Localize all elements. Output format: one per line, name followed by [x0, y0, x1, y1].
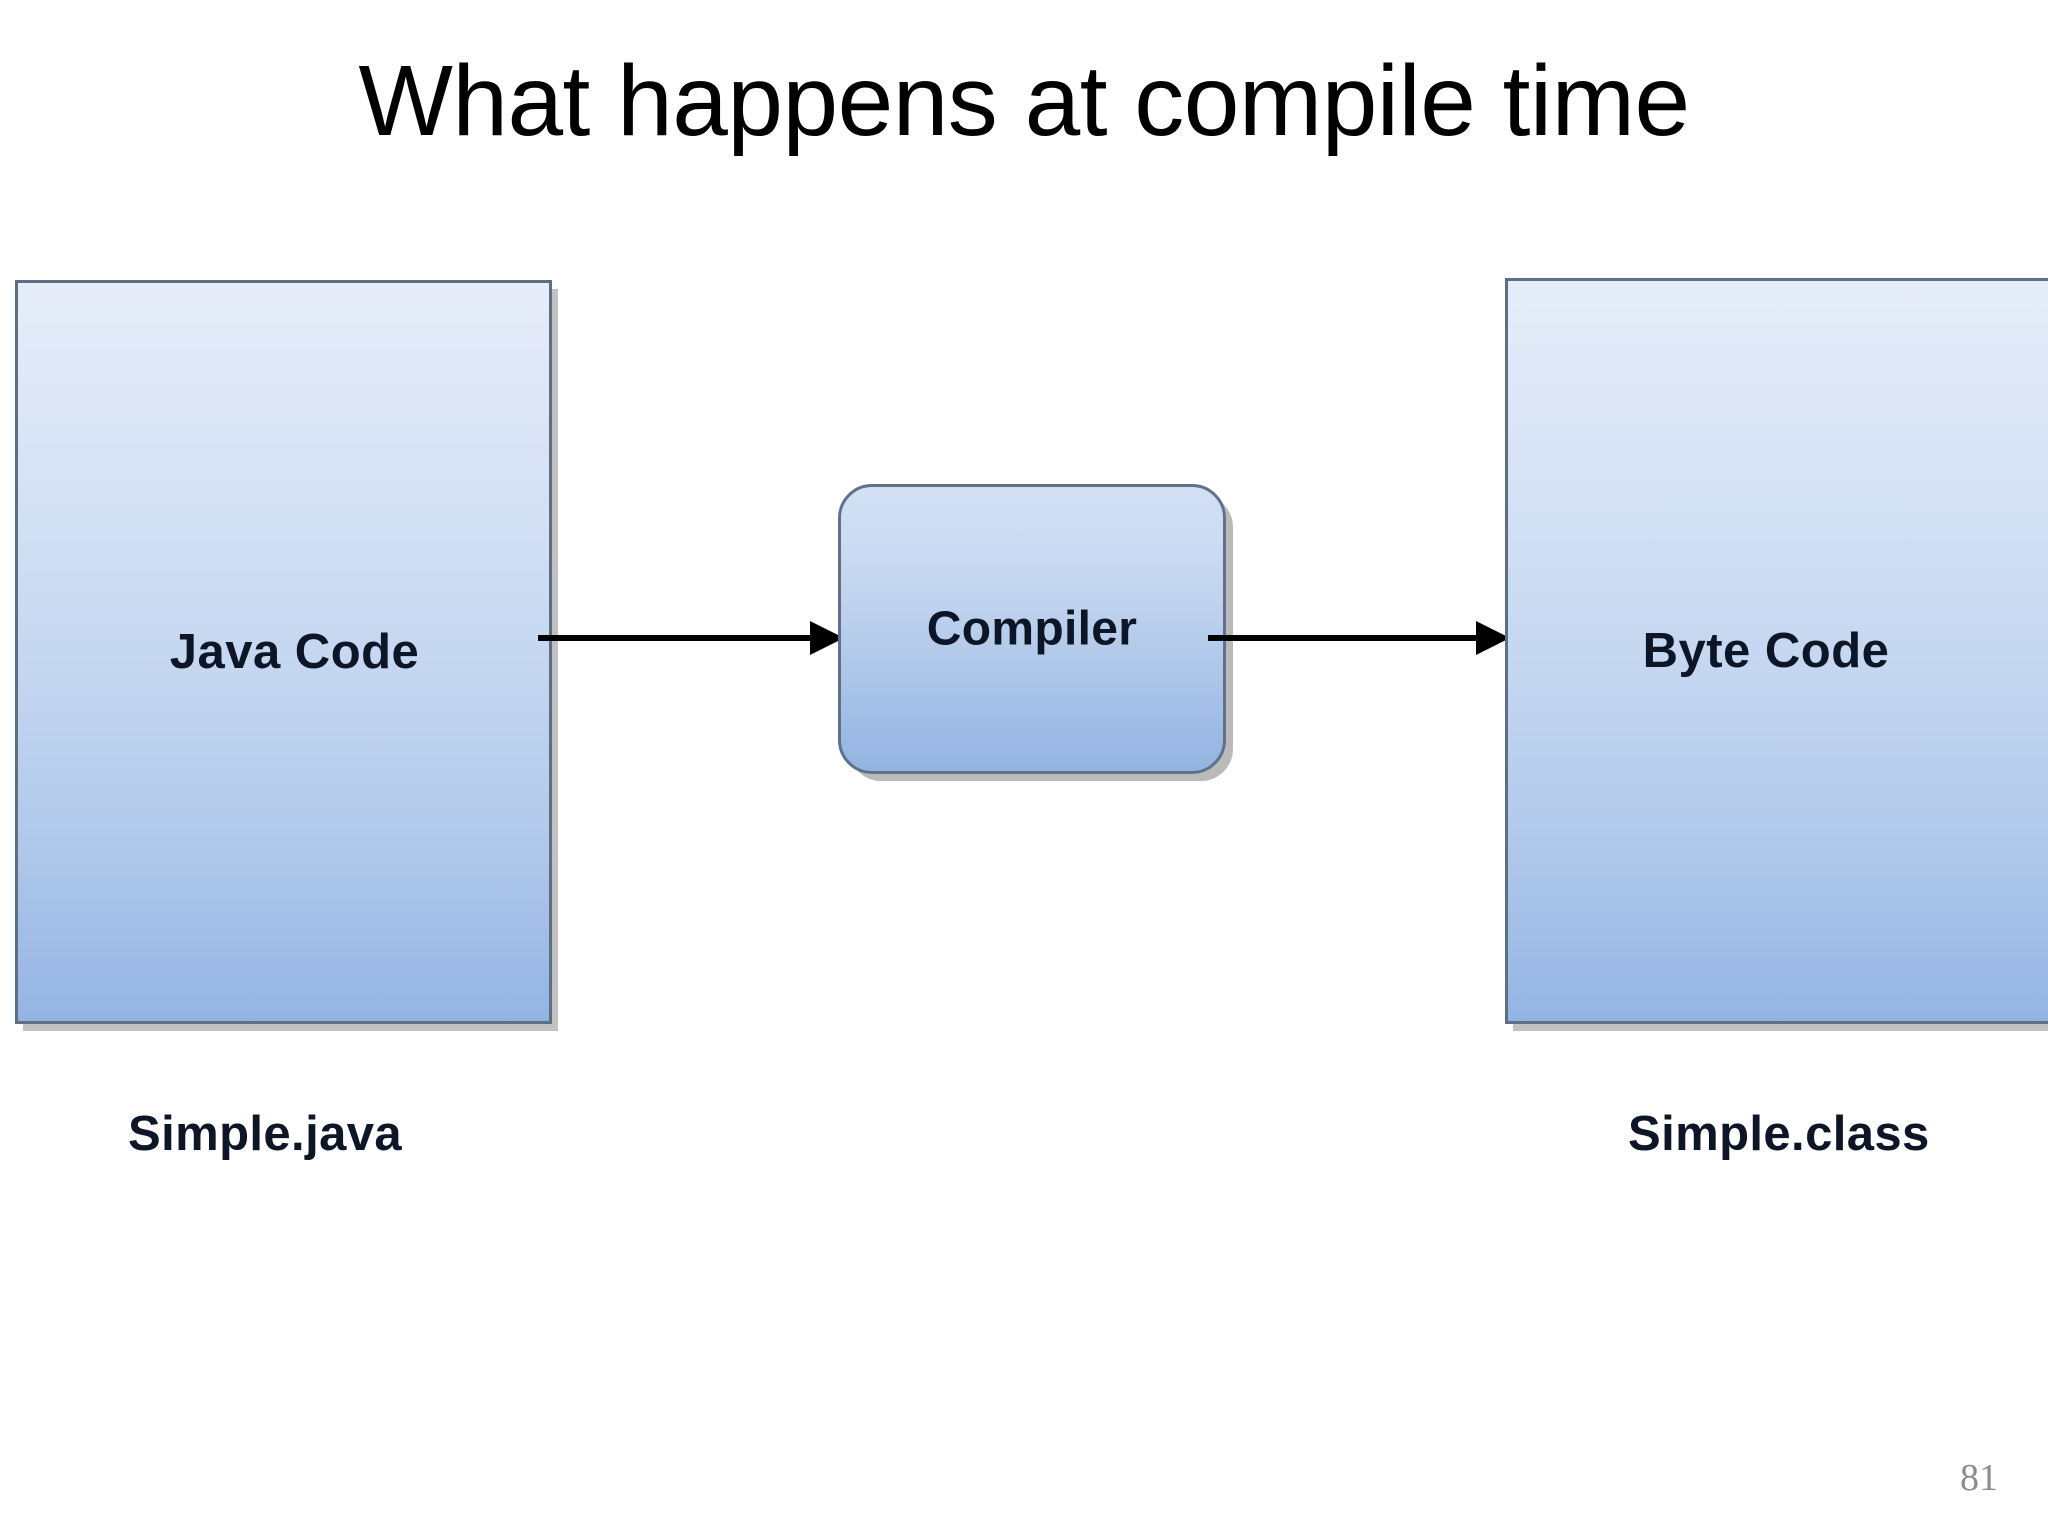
diagram-node-java-code[interactable]: Java Code	[15, 280, 552, 1024]
arrow-compiler-to-bytecode-icon	[1208, 616, 1510, 660]
caption-simple-java: Simple.java	[128, 1107, 403, 1161]
diagram-node-compiler[interactable]: Compiler	[838, 484, 1226, 774]
diagram-node-byte-code-label: Byte Code	[1642, 624, 1890, 678]
diagram-node-java-code-label: Java Code	[169, 625, 420, 679]
arrow-java-to-compiler-icon	[538, 616, 844, 660]
slide-number: 81	[1960, 1457, 1998, 1499]
page-title: What happens at compile time	[358, 45, 1690, 157]
diagram-node-compiler-label: Compiler	[926, 602, 1138, 656]
caption-simple-class: Simple.class	[1628, 1107, 1930, 1161]
diagram-node-byte-code[interactable]: Byte Code	[1505, 278, 2048, 1024]
